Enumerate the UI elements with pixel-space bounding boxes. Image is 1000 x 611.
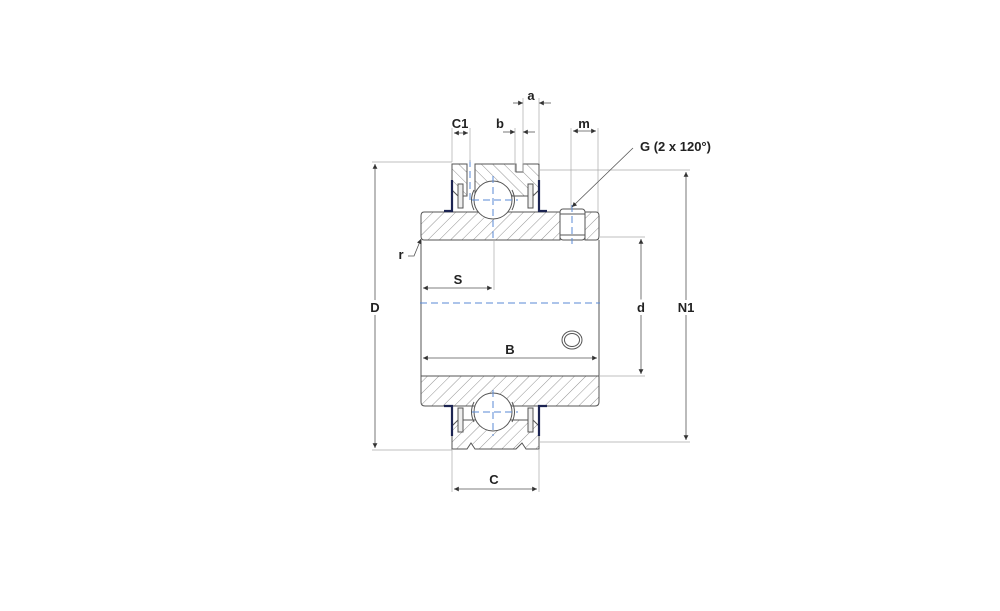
ball-top [471,176,518,240]
label-N1: N1 [678,300,695,315]
bore [420,240,600,376]
label-r: r [398,247,403,262]
label-a: a [527,88,535,103]
label-b: b [496,116,504,131]
label-G: G (2 x 120°) [640,139,711,154]
label-m: m [578,116,590,131]
label-S: S [454,272,463,287]
ball-bottom [471,390,518,436]
label-d: d [637,300,645,315]
label-C: C [489,472,499,487]
dimension-lines [372,100,689,492]
seals [444,180,547,436]
label-D: D [370,300,379,315]
label-B: B [505,342,514,357]
label-C1: C1 [452,116,469,131]
set-screw [559,205,586,244]
extension-lines [372,98,690,492]
inner-ring-top [420,211,600,241]
inner-ring-bottom [420,375,600,407]
